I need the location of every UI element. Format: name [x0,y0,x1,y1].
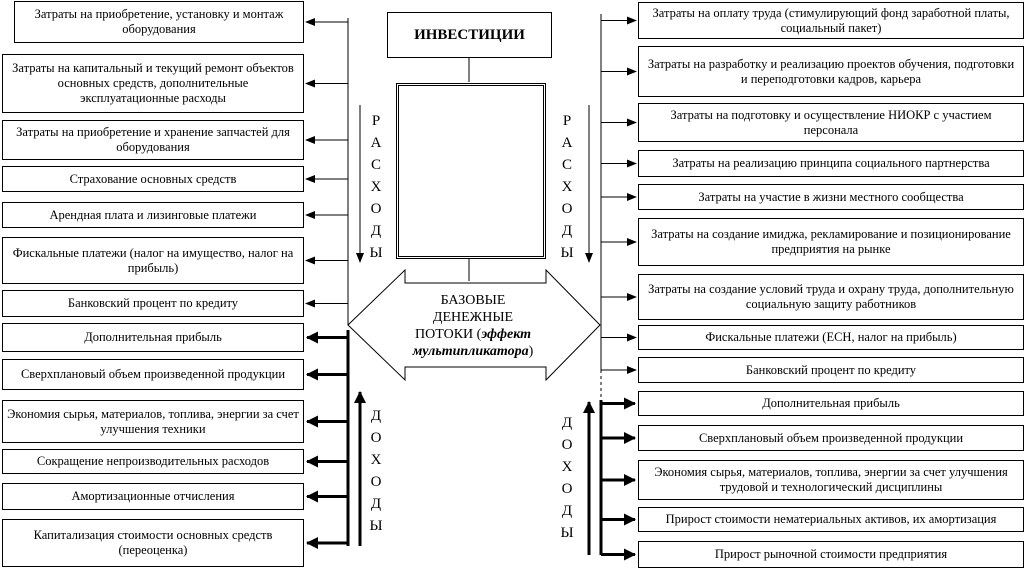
left-income-item-box: Сверхплановый объем произведенной продук… [2,359,304,390]
vertical-letter: С [561,157,572,173]
left-expense-item-box: Затраты на приобретение и хранение запча… [2,120,304,160]
vertical-letter: Д [561,223,573,239]
right-expense-item-text: Затраты на оплату труда (стимулирующий ф… [652,5,1010,35]
base-flows-double-arrow [347,268,601,382]
left-expense-item-box: Фискальные платежи (налог на имущество, … [2,237,304,284]
center-line-3a: ПОТОКИ ( [415,327,482,342]
left-expense-item-box: Страхование основных средств [2,166,304,192]
left-income-item-box: Сокращение непроизводительных расходов [2,449,304,474]
left-expense-item-text: Банковский процент по кредиту [67,296,239,310]
right-income-item-text: Дополнительная прибыль [762,396,900,410]
left-income-item-text: Амортизационные отчисления [71,489,235,503]
right-expense-item-text: Банковский процент по кредиту [745,362,917,377]
right-expense-item-text: Фискальные платежи (ЕСН, налог на прибыл… [705,330,957,344]
left-income-item-box: Капитализация стоимости основных средств… [2,519,304,567]
left-income-item-text: Экономия сырья, материалов, топлива, эне… [7,406,299,436]
right-expense-item-text: Затраты на реализацию принципа социально… [672,156,990,170]
right-expense-item-box: Затраты на создание условий труда и охра… [638,274,1024,320]
vertical-letter: Д [370,496,382,512]
right-expense-item-text: Затраты на разработку и реализацию проек… [647,56,1015,86]
vertical-letter: Р [562,113,572,129]
right-expense-item-text: Затраты на создание условий труда и охра… [648,282,1014,311]
vertical-letter: С [370,157,381,173]
left-expense-item-text: Арендная плата и лизинговые платежи [49,207,257,222]
right-income-item-text: Прирост стоимости нематериальных активов… [665,512,997,526]
vertical-letter: О [561,437,573,453]
center-line-4b: ) [528,344,534,359]
left-income-item-text: Сверхплановый объем произведенной продук… [20,367,286,381]
left-expense-item-box: Арендная плата и лизинговые платежи [2,202,304,228]
right-expense-item-box: Затраты на подготовку и осуществление НИ… [638,103,1024,142]
vertical-letter: Ы [560,525,574,541]
vertical-letter: О [370,474,382,490]
vertical-letter: Д [370,223,382,239]
vertical-letter: Д [561,415,573,431]
vertical-letter: О [370,201,382,217]
right-income-item-text: Сверхплановый объем произведенной продук… [698,430,964,445]
left-expense-item-box: Затраты на приобретение, установку и мон… [14,1,304,43]
right-income-item-text: Экономия сырья, материалов, топлива, эне… [654,465,1008,494]
right-expense-item-box: Затраты на создание имиджа, рекламирован… [638,218,1024,266]
center-line-1: БАЗОВЫЕ [440,293,506,308]
vertical-letter: Х [561,179,573,195]
left-income-item-text: Капитализация стоимости основных средств… [33,528,273,557]
vertical-letter: Р [371,113,381,129]
investments-title-box: ИНВЕСТИЦИИ [387,12,552,58]
right-expense-item-box: Банковский процент по кредиту [638,357,1024,383]
right-income-item-box: Дополнительная прибыль [638,391,1024,416]
vertical-letter: О [561,481,573,497]
right-income-item-box: Сверхплановый объем произведенной продук… [638,425,1024,451]
left-expense-item-text: Страхование основных средств [69,171,237,186]
right-expense-item-box: Затраты на разработку и реализацию проек… [638,46,1024,97]
base-cash-flows-label: БАЗОВЫЕ ДЕНЕЖНЫЕ ПОТОКИ (эффект мультипл… [398,292,548,360]
vertical-letter: Х [561,459,573,475]
investments-title: ИНВЕСТИЦИИ [414,26,525,43]
vertical-letter: Ы [560,245,574,261]
vertical-letter: Х [370,179,382,195]
vertical-letter: А [561,135,573,151]
vertical-letter: О [370,430,382,446]
left-income-item-text: Дополнительная прибыль [84,330,222,344]
center-line-2: ДЕНЕЖНЫЕ [432,310,514,325]
vertical-letter: Ы [369,518,383,534]
left-income-item-box: Амортизационные отчисления [2,483,304,510]
right-expense-item-box: Затраты на оплату труда (стимулирующий ф… [638,2,1024,39]
left-expense-item-text: Фискальные платежи (налог на имущество, … [12,245,294,275]
left-income-item-box: Экономия сырья, материалов, топлива, эне… [2,400,304,443]
left-expense-item-box: Затраты на капитальный и текущий ремонт … [2,54,304,113]
vertical-letter: Ы [369,245,383,261]
right-expense-item-box: Затраты на участие в жизни местного сооб… [638,184,1024,210]
right-income-item-box: Прирост рыночной стоимости предприятия [638,541,1024,568]
center-line-4a: мультипликатора [412,344,529,359]
left-expense-item-text: Затраты на капитальный и текущий ремонт … [12,61,294,105]
right-income-item-box: Экономия сырья, материалов, топлива, эне… [638,460,1024,500]
right-expense-item-box: Фискальные платежи (ЕСН, налог на прибыл… [638,325,1024,350]
right-expense-item-text: Затраты на создание имиджа, рекламирован… [651,227,1011,256]
right-expense-item-text: Затраты на участие в жизни местного сооб… [698,189,964,204]
central-block [396,83,546,259]
right-expense-item-box: Затраты на реализацию принципа социально… [638,150,1024,177]
right-income-item-text: Прирост рыночной стоимости предприятия [714,547,948,561]
vertical-letter: Х [370,452,382,468]
center-line-3b: эффект [481,327,531,342]
vertical-letter: А [370,135,382,151]
right-expense-item-text: Затраты на подготовку и осуществление НИ… [670,107,992,137]
vertical-letter: Д [370,408,382,424]
left-income-item-box: Дополнительная прибыль [2,323,304,352]
vertical-letter: Д [561,503,573,519]
left-expense-item-box: Банковский процент по кредиту [2,290,304,317]
right-income-item-box: Прирост стоимости нематериальных активов… [638,507,1024,532]
left-expense-item-text: Затраты на приобретение, установку и мон… [34,7,284,36]
vertical-letter: О [561,201,573,217]
left-expense-item-text: Затраты на приобретение и хранение запча… [16,125,290,154]
left-income-item-text: Сокращение непроизводительных расходов [36,454,270,468]
